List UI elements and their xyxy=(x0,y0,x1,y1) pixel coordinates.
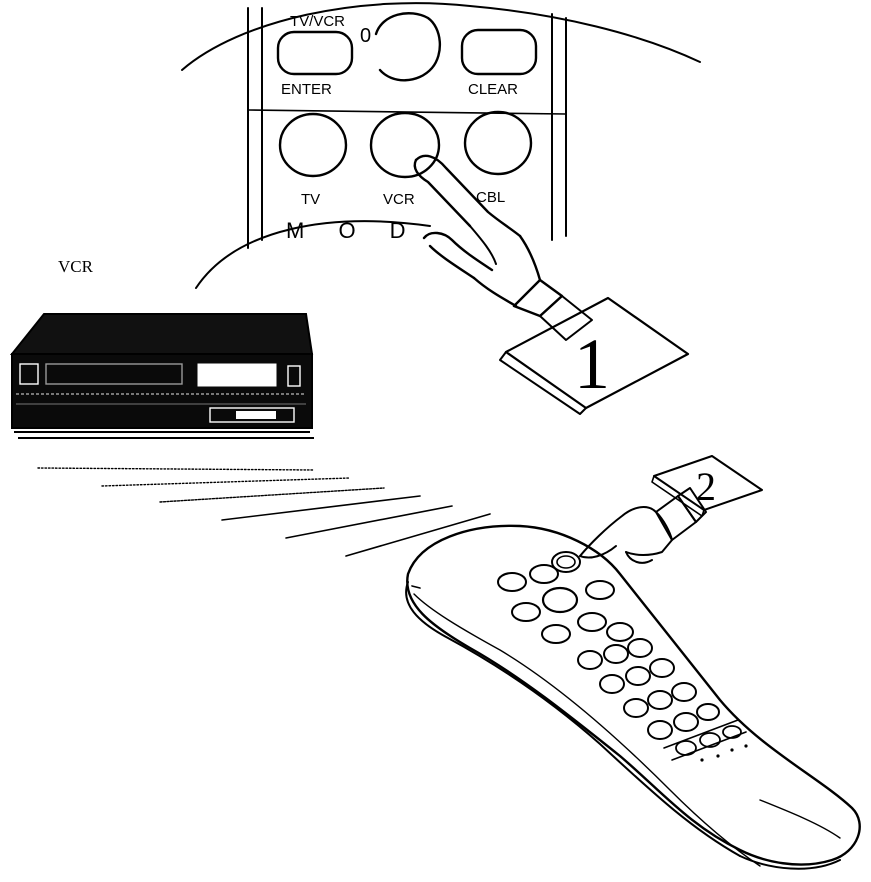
remote-nav-down-button[interactable] xyxy=(512,603,540,621)
remote-key[interactable] xyxy=(626,667,650,685)
vcr-label: VCR xyxy=(383,191,415,208)
remote-key[interactable] xyxy=(604,645,628,663)
zero-label: 0 xyxy=(360,25,371,47)
remote-key[interactable] xyxy=(578,651,602,669)
step-1-number: 1 xyxy=(574,324,610,404)
vcr-device-label: VCR xyxy=(58,257,94,276)
tv-mode-button[interactable] xyxy=(280,114,346,176)
remote-key[interactable] xyxy=(648,691,672,709)
mode-partial-label: M O D xyxy=(286,218,420,243)
remote-key[interactable] xyxy=(648,721,672,739)
vcr-top xyxy=(12,314,312,354)
vcr-device xyxy=(12,314,314,438)
vcr-mode-button[interactable] xyxy=(371,113,439,177)
remote-nav-right-button[interactable] xyxy=(586,581,614,599)
remote-key[interactable] xyxy=(624,699,648,717)
zoomed-keypad: TV/VCR 0 ENTER CLEAR TV VCR CBL M O D xyxy=(182,3,700,288)
tv-label: TV xyxy=(301,191,320,208)
clear-label: CLEAR xyxy=(468,81,518,98)
zero-button[interactable] xyxy=(376,13,440,80)
tv-vcr-label: TV/VCR xyxy=(290,13,345,30)
vcr-display xyxy=(198,364,276,386)
ir-signal-lines xyxy=(38,468,490,556)
remote-nav-left-button[interactable] xyxy=(498,573,526,591)
remote-key[interactable] xyxy=(674,713,698,731)
cbl-mode-button[interactable] xyxy=(465,112,531,174)
remote-key[interactable] xyxy=(672,683,696,701)
step-2-card: 2 xyxy=(652,456,762,516)
remote-key[interactable] xyxy=(650,659,674,677)
remote-key[interactable] xyxy=(697,704,719,720)
remote-ok-button[interactable] xyxy=(543,588,577,612)
enter-label: ENTER xyxy=(281,81,332,98)
step-1-card: 1 xyxy=(500,298,688,414)
keypad-outline-top xyxy=(182,3,700,70)
remote-nav-up-button[interactable] xyxy=(530,565,558,583)
remote-control xyxy=(406,526,860,869)
tv-vcr-button[interactable] xyxy=(278,32,352,74)
clear-button-key[interactable] xyxy=(462,30,536,74)
remote-key[interactable] xyxy=(628,639,652,657)
remote-key[interactable] xyxy=(600,675,624,693)
